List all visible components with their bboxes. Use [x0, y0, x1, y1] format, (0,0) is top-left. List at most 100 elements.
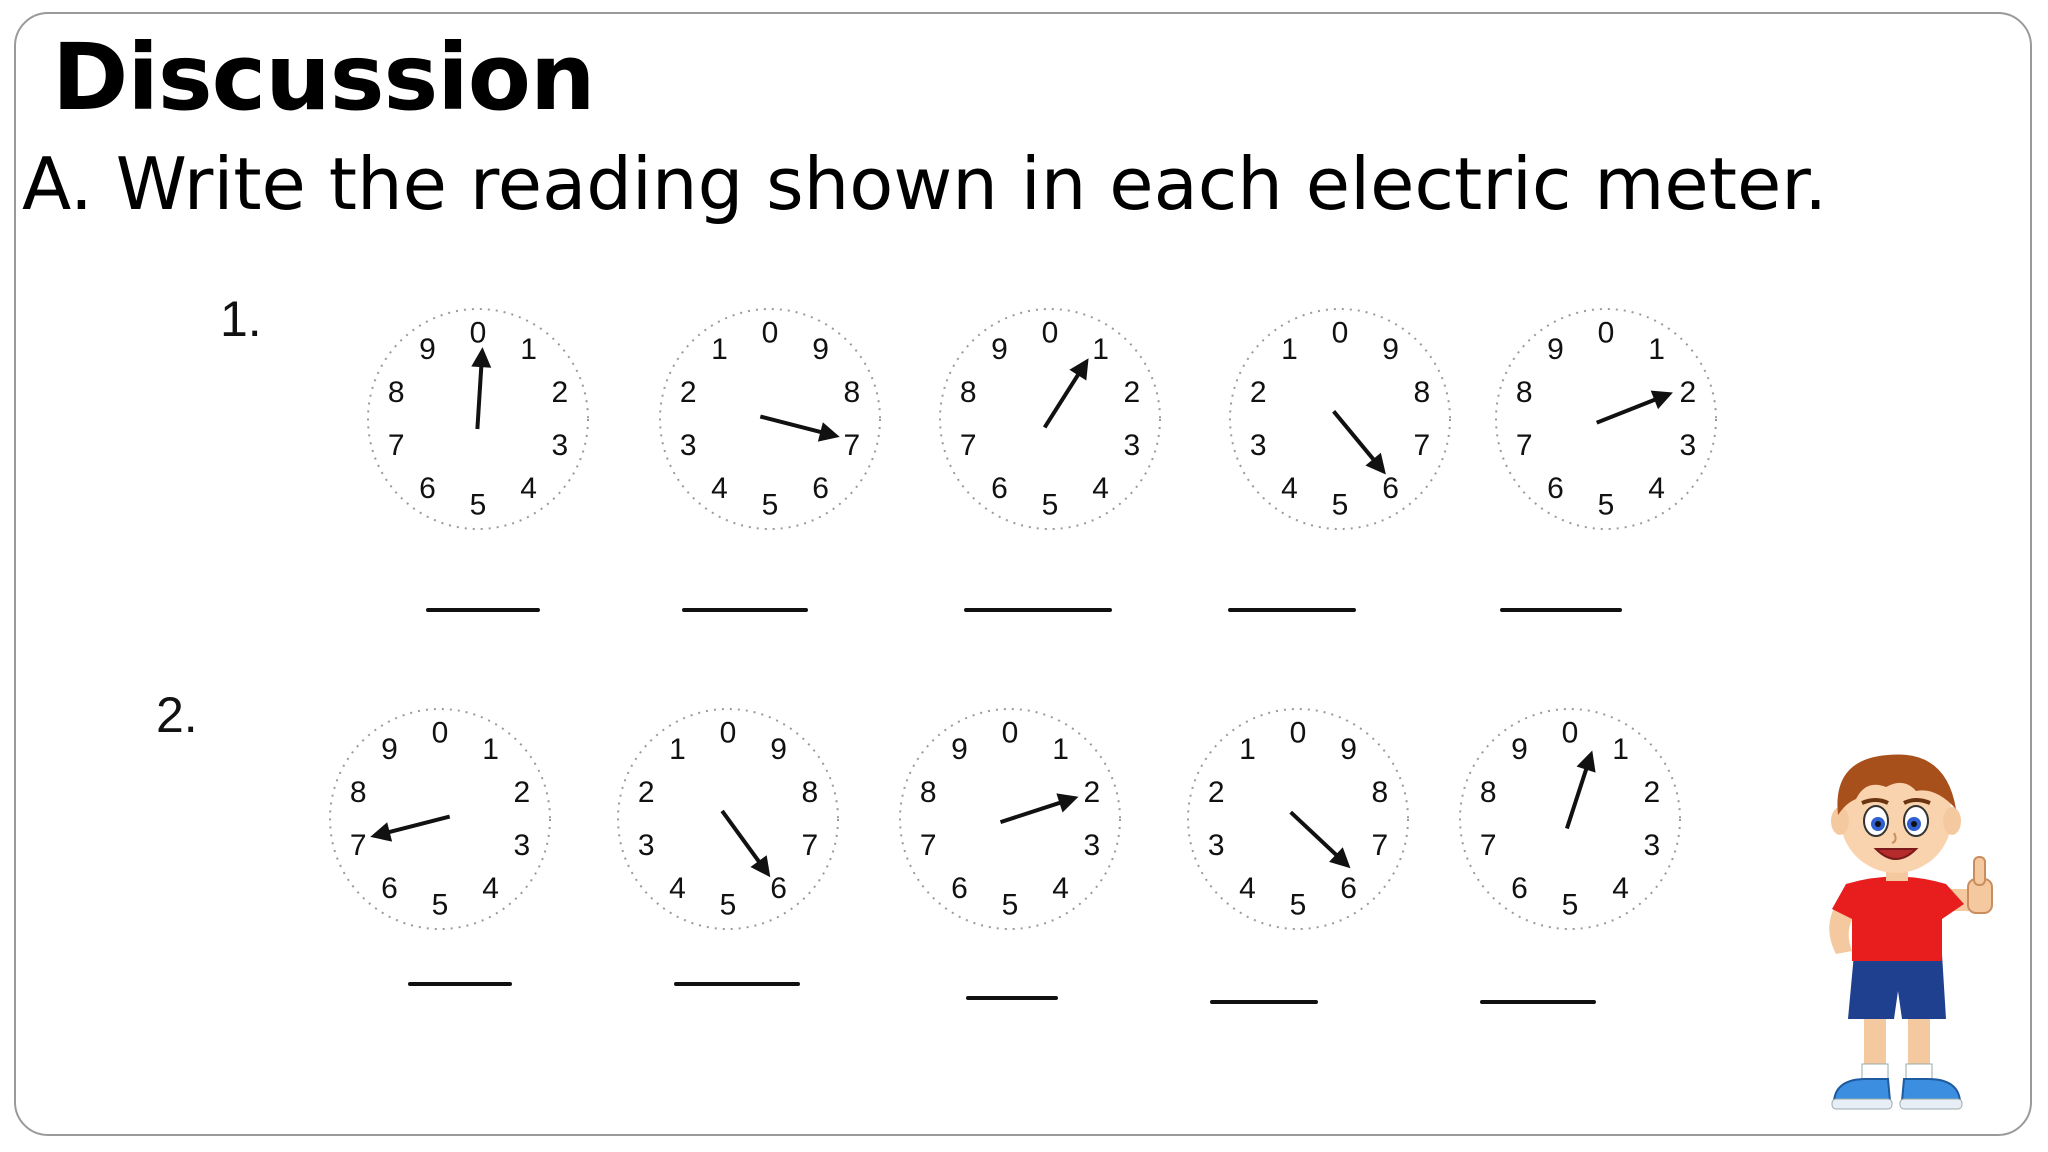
meter-digit-label: 9: [812, 333, 829, 366]
meter-digit-label: 8: [801, 776, 818, 809]
meter-pointer-arrowhead: [750, 855, 771, 878]
meter-digit-label: 5: [1290, 889, 1307, 922]
meter-digit-label: 7: [1413, 429, 1430, 462]
meter-digit-label: 2: [513, 776, 530, 809]
meter-digit-label: 4: [1239, 872, 1256, 905]
answer-blank-row-1-3[interactable]: [964, 608, 1112, 612]
meter-digit-label: 5: [1332, 489, 1349, 522]
meter-digit-label: 3: [1679, 429, 1696, 462]
meter-digit-label: 9: [419, 333, 436, 366]
meter-pointer-shaft: [999, 799, 1066, 824]
meter-digit-label: 2: [1679, 376, 1696, 409]
meter-digit-label: 4: [711, 472, 728, 505]
meter-digit-label: 3: [1083, 829, 1100, 862]
meter-pointer-shaft: [1289, 810, 1342, 861]
meter-digit-label: 3: [551, 429, 568, 462]
meter-digit-label: 4: [1612, 872, 1629, 905]
meter-digit-label: 5: [1002, 889, 1019, 922]
meter-pointer-arrowhead: [1365, 452, 1386, 475]
meter-digit-label: 8: [388, 376, 405, 409]
thumbs-up-boy-icon: [1829, 754, 1993, 1110]
meter-digit-label: 9: [991, 333, 1008, 366]
meter-pointer-shaft: [759, 414, 827, 436]
meter-digit-label: 5: [1042, 489, 1059, 522]
meter-digit-label: 1: [1648, 333, 1665, 366]
answer-blank-row-2-4[interactable]: [1210, 1000, 1318, 1004]
meter-digit-label: 8: [1413, 376, 1430, 409]
meter-digit-label: 3: [1208, 829, 1225, 862]
meter-digit-label: 8: [920, 776, 937, 809]
meter-digit-label: 1: [1239, 733, 1256, 766]
answer-blank-row-1-1[interactable]: [426, 608, 540, 612]
meter-digit-label: 2: [680, 376, 697, 409]
meter-digit-label: 2: [551, 376, 568, 409]
meter-dial-ring: [329, 708, 551, 930]
meter-digit-label: 0: [1332, 317, 1349, 350]
meter-digit-label: 5: [762, 489, 779, 522]
meter-digit-label: 7: [388, 429, 405, 462]
meter-digit-label: 4: [1092, 472, 1109, 505]
slide: Discussion A. Write the reading shown in…: [14, 12, 2032, 1136]
hair: [1837, 754, 1956, 815]
meter-digit-label: 1: [482, 733, 499, 766]
meter-digit-label: 4: [669, 872, 686, 905]
slide-title: Discussion: [52, 24, 595, 131]
answer-blank-row-1-4[interactable]: [1228, 608, 1356, 612]
meter-pointer-arrowhead: [1069, 358, 1089, 381]
meter-digit-label: 3: [513, 829, 530, 862]
meter-dial-ring: [1495, 308, 1717, 530]
meter-pointer-shaft: [720, 809, 764, 868]
meter-digit-label: 5: [432, 889, 449, 922]
meter-digit-label: 2: [1643, 776, 1660, 809]
meter-digit-label: 2: [638, 776, 655, 809]
answer-blank-row-2-1[interactable]: [408, 982, 512, 986]
meter-dial-ring: [659, 308, 881, 530]
meter-dial-ring: [939, 308, 1161, 530]
meter-pointer-arrowhead: [1650, 390, 1673, 410]
meter-pointer-shaft: [1565, 763, 1590, 830]
shorts: [1848, 954, 1946, 1019]
meter-pointer-arrowhead: [471, 347, 492, 368]
meter-pointer-shaft: [1595, 395, 1661, 425]
meter-pointer-arrowhead: [1056, 793, 1079, 813]
meter-digit-label: 7: [843, 429, 860, 462]
meter-digit-label: 5: [470, 489, 487, 522]
meter-digit-label: 0: [432, 717, 449, 750]
meter-digit-label: 6: [1547, 472, 1564, 505]
instruction-text: A. Write the reading shown in each elect…: [22, 142, 1828, 226]
answer-blank-row-1-2[interactable]: [682, 608, 808, 612]
meter-pointer-arrowhead: [1576, 750, 1596, 773]
meter-pointer-shaft: [475, 360, 484, 430]
meter-digit-label: 5: [1598, 489, 1615, 522]
meter-pointer-arrowhead: [817, 422, 840, 442]
meter-digit-label: 2: [1250, 376, 1267, 409]
meter-digit-label: 6: [951, 872, 968, 905]
meter-digit-label: 6: [991, 472, 1008, 505]
meter-digit-label: 7: [1480, 829, 1497, 862]
meter-digit-label: 3: [1123, 429, 1140, 462]
meter-digit-label: 4: [1648, 472, 1665, 505]
meter-digit-label: 0: [1598, 317, 1615, 350]
meter-digit-label: 8: [843, 376, 860, 409]
meter-digit-label: 6: [1340, 872, 1357, 905]
meter-digit-label: 7: [1371, 829, 1388, 862]
meter-digit-label: 4: [520, 472, 537, 505]
meter-digit-label: 2: [1083, 776, 1100, 809]
meter-pointer-arrowhead: [1329, 847, 1351, 869]
meter-digit-label: 2: [1123, 376, 1140, 409]
meter-digit-label: 5: [720, 889, 737, 922]
shirt: [1832, 876, 1964, 961]
meter-digit-label: 6: [770, 872, 787, 905]
answer-blank-row-2-2[interactable]: [674, 982, 800, 986]
meter-dial-ring: [899, 708, 1121, 930]
meter-digit-label: 0: [762, 317, 779, 350]
answer-blank-row-1-5[interactable]: [1500, 608, 1622, 612]
answer-blank-row-2-3[interactable]: [966, 996, 1058, 1000]
meter-dial-ring: [1187, 708, 1409, 930]
answer-blank-row-2-5[interactable]: [1480, 1000, 1596, 1004]
meter-digit-label: 1: [520, 333, 537, 366]
meter-digit-label: 1: [1281, 333, 1298, 366]
